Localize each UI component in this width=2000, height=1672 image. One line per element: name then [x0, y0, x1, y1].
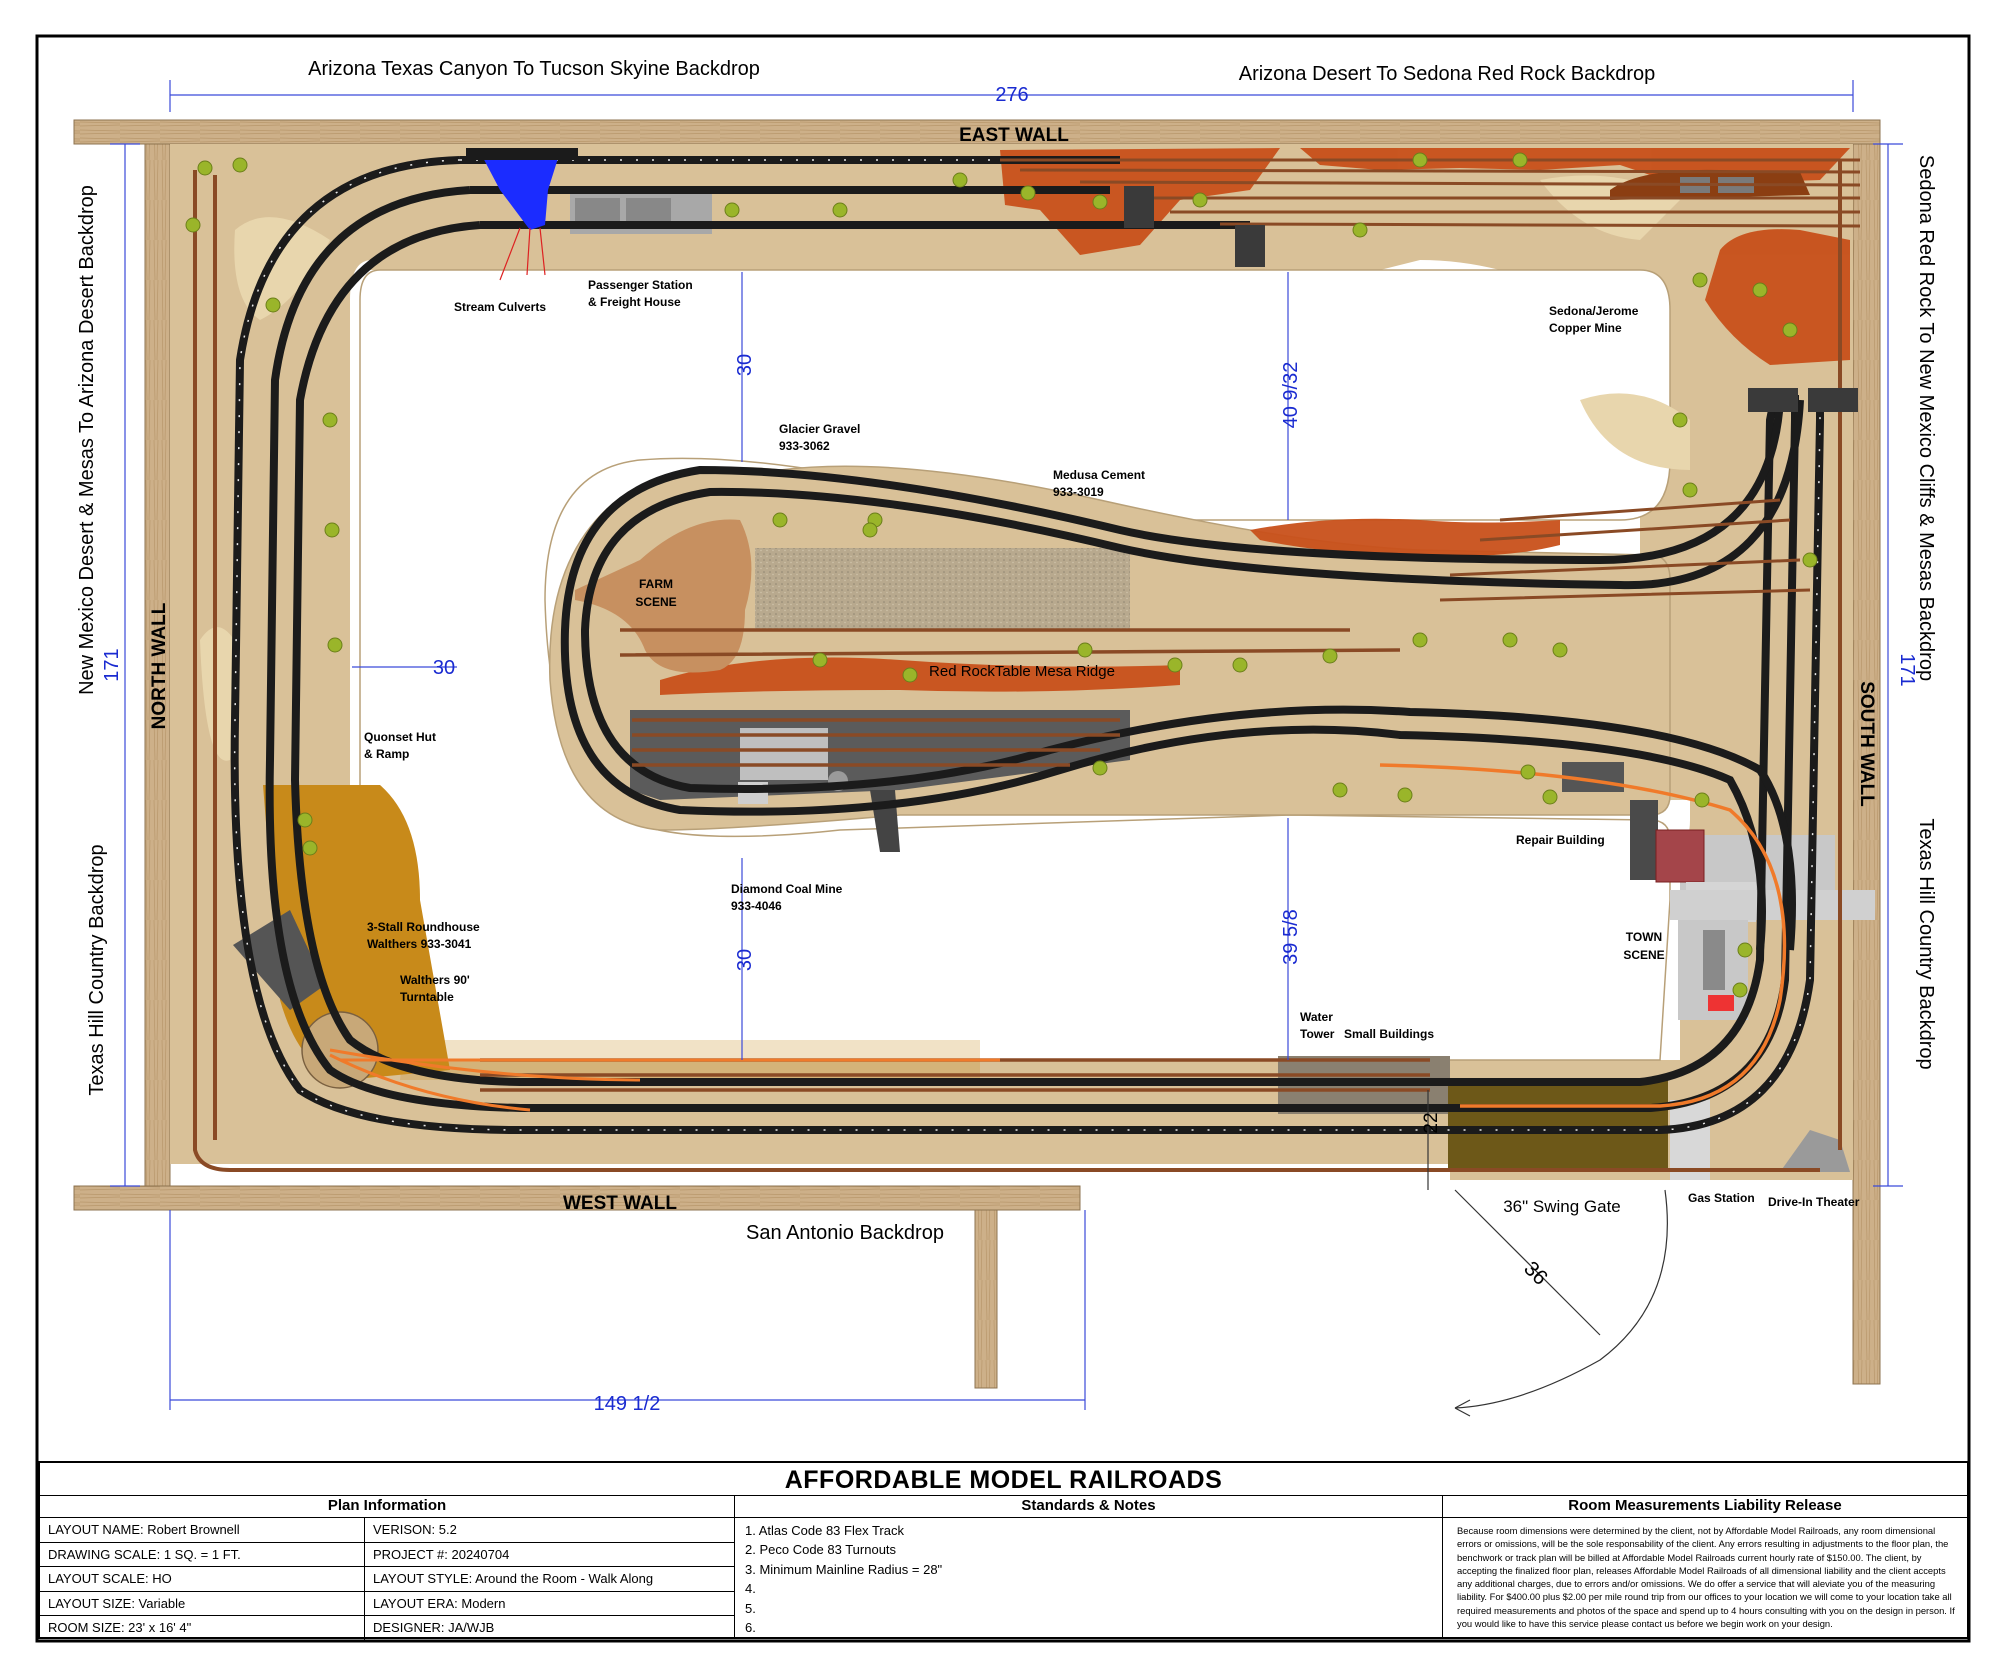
- standards-notes-header: Standards & Notes: [735, 1495, 1442, 1518]
- label-water-tower-1: Water: [1300, 1010, 1333, 1024]
- swing-gate-label: 36" Swing Gate: [1503, 1197, 1621, 1216]
- backdrop-right-bottom: Texas Hill Country Backdrop: [1915, 818, 1937, 1069]
- liability-release-panel: Room Measurements Liability Release Beca…: [1443, 1495, 1967, 1637]
- label-medusa-cement-1: Medusa Cement: [1053, 468, 1145, 482]
- gate-lot: [1448, 1078, 1668, 1168]
- plan-row: LAYOUT NAME: Robert Brownell VERISON: 5.…: [40, 1518, 734, 1543]
- dim-left-height: 171: [101, 648, 123, 681]
- label-repair-building: Repair Building: [1516, 833, 1605, 847]
- label-farm-scene-2: SCENE: [635, 595, 676, 609]
- label-town-scene-1: TOWN: [1626, 930, 1662, 944]
- note-line: 1. Atlas Code 83 Flex Track: [745, 1523, 904, 1538]
- label-passenger-station-1: Passenger Station: [588, 278, 693, 292]
- label-water-tower-2: Tower: [1300, 1027, 1335, 1041]
- label-diamond-coal-2: 933-4046: [731, 899, 782, 913]
- label-stream-culverts: Stream Culverts: [454, 300, 546, 314]
- dim-gate-depth: 22: [1421, 1112, 1442, 1133]
- note-line: 4.: [745, 1581, 756, 1597]
- dim-gate-swing: 36: [1519, 1257, 1552, 1290]
- north-wall-label: NORTH WALL: [149, 602, 170, 729]
- closet-wall-board: [974, 1209, 998, 1389]
- note-line: 3. Minimum Mainline Radius = 28": [745, 1561, 943, 1577]
- label-sedona-mine-2: Copper Mine: [1549, 321, 1622, 335]
- gate-dimension: [1427, 1090, 1668, 1417]
- gravel-plant-area: [755, 548, 1130, 630]
- dim-top-width: 276: [995, 84, 1028, 106]
- plan-row-right: DESIGNER: JA/WJB: [373, 1620, 495, 1636]
- farm-field: [575, 519, 752, 673]
- label-drive-in: Drive-In Theater: [1768, 1195, 1860, 1209]
- label-glacier-gravel-1: Glacier Gravel: [779, 422, 860, 436]
- plan-row-left: ROOM SIZE: 23' x 16' 4": [40, 1616, 365, 1641]
- room-walls: [73, 119, 1881, 1389]
- plan-information-panel: Plan Information LAYOUT NAME: Robert Bro…: [40, 1495, 735, 1641]
- label-roundhouse-1: 3-Stall Roundhouse: [367, 920, 480, 934]
- label-turntable-2: Turntable: [400, 990, 454, 1004]
- label-small-buildings: Small Buildings: [1344, 1027, 1434, 1041]
- east-wall-label: EAST WALL: [959, 125, 1069, 146]
- title-block: AFFORDABLE MODEL RAILROADS Plan Informat…: [38, 1461, 1969, 1641]
- plan-information-rows: LAYOUT NAME: Robert Brownell VERISON: 5.…: [40, 1518, 734, 1641]
- note-line: 2. Peco Code 83 Turnouts: [745, 1542, 897, 1558]
- dim-right-height: 171: [1896, 653, 1918, 686]
- plan-row: LAYOUT SCALE: HO LAYOUT STYLE: Around th…: [40, 1567, 734, 1592]
- backdrop-bottom: San Antonio Backdrop: [746, 1222, 944, 1244]
- dim-aisle-top-left: 30: [734, 354, 756, 376]
- label-medusa-cement-2: 933-3019: [1053, 485, 1104, 499]
- dim-aisle-top-right: 40 9/32: [1280, 362, 1302, 429]
- note-line: 6.: [745, 1620, 756, 1636]
- label-turntable-1: Walthers 90': [400, 973, 470, 987]
- backdrop-left-top: New Mexico Desert & Mesas To Arizona Des…: [76, 185, 98, 695]
- west-wall-label: WEST WALL: [563, 1193, 677, 1214]
- label-quonset-hut-1: Quonset Hut: [364, 730, 436, 744]
- plan-row-left: DRAWING SCALE: 1 SQ. = 1 FT.: [40, 1542, 365, 1567]
- plan-row: LAYOUT SIZE: Variable LAYOUT ERA: Modern: [40, 1591, 734, 1617]
- backdrop-top-left: Arizona Texas Canyon To Tucson Skyine Ba…: [308, 58, 760, 80]
- label-red-rock-ridge: Red RockTable Mesa Ridge: [929, 663, 1115, 680]
- standards-notes-panel: Standards & Notes 1. Atlas Code 83 Flex …: [735, 1495, 1443, 1637]
- liability-release-text: Because room dimensions were determined …: [1457, 1525, 1955, 1630]
- backdrop-right-top: Sedona Red Rock To New Mexico Cliffs & M…: [1915, 155, 1937, 681]
- plan-row-left: LAYOUT SCALE: HO: [40, 1567, 365, 1591]
- label-gas-station: Gas Station: [1688, 1191, 1755, 1205]
- liability-release-header: Room Measurements Liability Release: [1443, 1495, 1967, 1518]
- plan-row-right: LAYOUT STYLE: Around the Room - Walk Alo…: [373, 1571, 654, 1587]
- label-roundhouse-2: Walthers 933-3041: [367, 937, 472, 951]
- industry-labels: Stream Culverts Passenger Station & Frei…: [364, 278, 1860, 1209]
- label-glacier-gravel-2: 933-3062: [779, 439, 830, 453]
- label-passenger-station-2: & Freight House: [588, 295, 681, 309]
- dim-bottom-width: 149 1/2: [594, 1393, 661, 1415]
- scenery-trees: [185, 152, 1818, 998]
- plan-row-right: VERISON: 5.2: [373, 1522, 457, 1537]
- sheet-border: [35, 34, 1971, 1643]
- label-farm-scene-1: FARM: [639, 577, 673, 591]
- plan-information-header: Plan Information: [40, 1495, 734, 1518]
- label-diamond-coal-1: Diamond Coal Mine: [731, 882, 843, 896]
- plan-row-left: LAYOUT SIZE: Variable: [40, 1591, 365, 1616]
- west-wall-board: [73, 1185, 1081, 1211]
- label-town-scene-2: SCENE: [1623, 948, 1664, 962]
- backdrop-top-right: Arizona Desert To Sedona Red Rock Backdr…: [1239, 63, 1656, 85]
- label-quonset-hut-2: & Ramp: [364, 747, 409, 761]
- south-wall-label: SOUTH WALL: [1856, 681, 1877, 807]
- plan-row: DRAWING SCALE: 1 SQ. = 1 FT. PROJECT #: …: [40, 1542, 734, 1568]
- backdrop-left-bottom: Texas Hill Country Backdrop: [86, 844, 108, 1095]
- dim-aisle-left: 30: [433, 657, 455, 679]
- plan-row-right: PROJECT #: 20240704: [373, 1546, 510, 1562]
- dim-aisle-bottom-right: 39 5/8: [1280, 909, 1302, 965]
- plan-row-left: LAYOUT NAME: Robert Brownell: [40, 1518, 365, 1542]
- note-line: 5.: [745, 1600, 756, 1616]
- plan-row-right: LAYOUT ERA: Modern: [373, 1595, 506, 1611]
- stream: [466, 148, 578, 281]
- company-title: AFFORDABLE MODEL RAILROADS: [40, 1463, 1967, 1496]
- plan-row: ROOM SIZE: 23' x 16' 4" DESIGNER: JA/WJB: [40, 1616, 734, 1641]
- dim-aisle-bottom-left: 30: [734, 949, 756, 971]
- dimension-lines: [110, 80, 1903, 1410]
- label-sedona-mine-1: Sedona/Jerome: [1549, 304, 1639, 318]
